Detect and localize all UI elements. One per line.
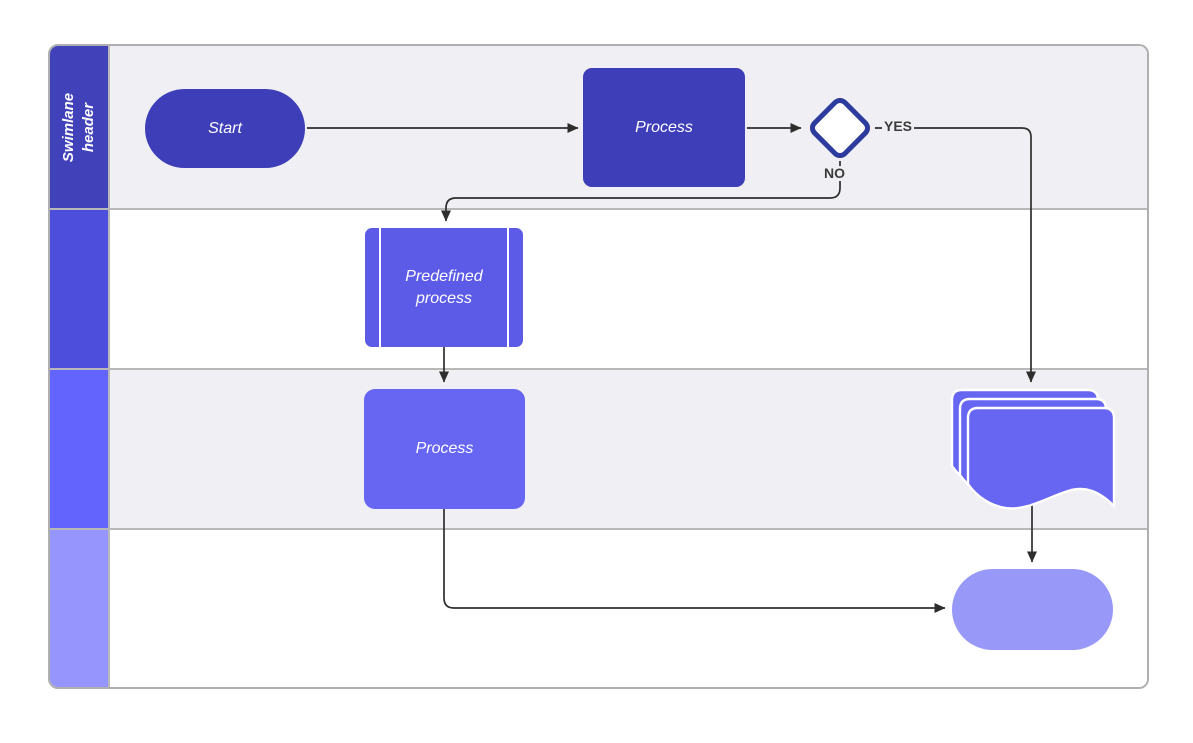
lane-3-header[interactable] xyxy=(50,370,110,528)
predefined-inner-line-left xyxy=(379,228,381,347)
node-process-1-label: Process xyxy=(635,118,693,136)
predefined-inner-line-right xyxy=(507,228,509,347)
node-predefined-process-label: Predefined process xyxy=(405,267,483,307)
node-start[interactable]: Start xyxy=(145,89,305,168)
lane-1-header-label: Swimlane header xyxy=(60,92,98,162)
node-process-1[interactable]: Process xyxy=(583,68,745,187)
document-front xyxy=(966,406,1116,510)
node-multi-document[interactable] xyxy=(950,386,1118,520)
node-start-label: Start xyxy=(208,119,242,137)
lane-1-header[interactable]: Swimlane header xyxy=(50,46,110,208)
node-decision[interactable] xyxy=(802,90,878,166)
lane-2-body xyxy=(110,210,1147,368)
node-process-2[interactable]: Process xyxy=(364,389,525,509)
lane-4-header[interactable] xyxy=(50,530,110,687)
lane-2 xyxy=(50,210,1147,370)
node-end-terminator[interactable] xyxy=(952,569,1113,650)
edge-label-no[interactable]: NO xyxy=(822,165,847,182)
edge-label-yes[interactable]: YES xyxy=(882,118,915,135)
node-predefined-process[interactable]: Predefined process xyxy=(365,228,523,347)
node-process-2-label: Process xyxy=(415,440,474,458)
lane-2-header[interactable] xyxy=(50,210,110,368)
